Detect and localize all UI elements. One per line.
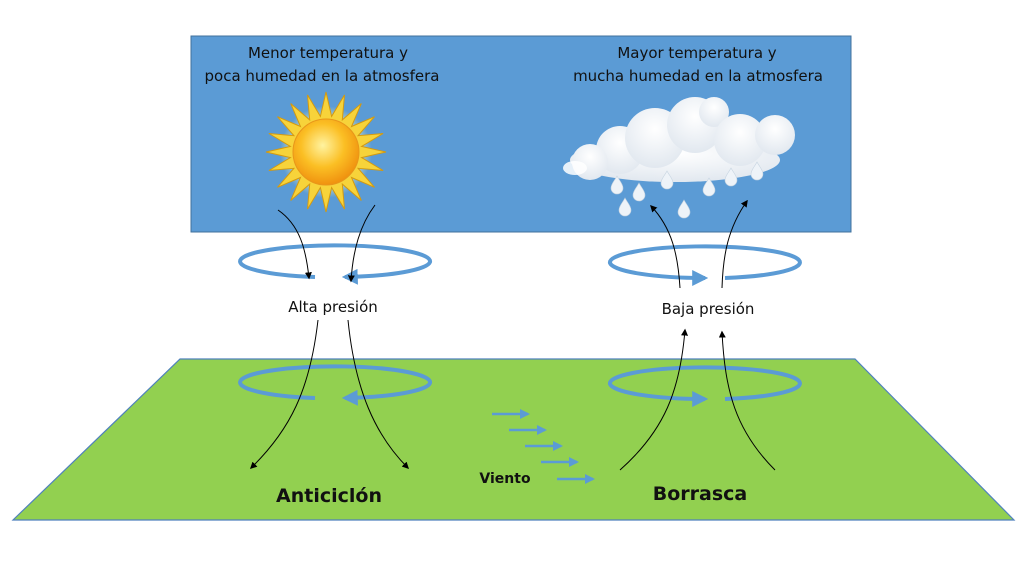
anticyclone-lower-rotation <box>238 364 433 406</box>
storm-flow-arrow-lower-left <box>619 328 689 471</box>
storm-label: Borrasca <box>653 483 748 505</box>
low-pressure-label: Baja presión <box>662 300 755 318</box>
raindrop-icon <box>724 167 738 187</box>
anticyclone-flow-arrow-upper-right <box>347 204 376 283</box>
raindrop-icon <box>750 161 764 181</box>
raindrop-icon <box>677 199 691 219</box>
raindrop-icon <box>618 197 632 217</box>
raindrop-icon <box>610 175 624 195</box>
anticyclone-flow-arrow-lower-right <box>347 319 409 469</box>
cloud-icon <box>563 97 795 182</box>
storm-flow-arrow-upper-left <box>650 204 681 289</box>
sky-right-line1: Mayor temperatura y <box>617 44 776 62</box>
sky-right-line2: mucha humedad en la atmosfera <box>573 67 823 85</box>
anticyclone-label: Anticiclón <box>276 485 382 507</box>
high-pressure-label: Alta presión <box>288 298 378 316</box>
storm-upper-rotation <box>607 244 802 287</box>
raindrop-icon <box>702 177 716 197</box>
anticyclone-upper-rotation <box>238 243 433 285</box>
sky-left-line2: poca humedad en la atmosfera <box>205 67 440 85</box>
ground-plane <box>11 358 1016 521</box>
sky-left-line1: Menor temperatura y <box>248 44 408 62</box>
wind-label: Viento <box>479 471 531 487</box>
storm-lower-rotation <box>607 365 802 408</box>
raindrop-icon <box>660 170 674 190</box>
anticyclone-flow-arrow-upper-left <box>277 209 312 280</box>
storm-flow-arrow-upper-right <box>721 199 748 289</box>
anticyclone-flow-arrow-lower-left <box>249 319 319 469</box>
wind-arrow-icon <box>492 409 595 484</box>
sun-icon <box>265 91 387 213</box>
storm-flow-arrow-lower-right <box>718 330 776 471</box>
raindrop-icon <box>632 182 646 202</box>
raindrops <box>610 161 764 219</box>
